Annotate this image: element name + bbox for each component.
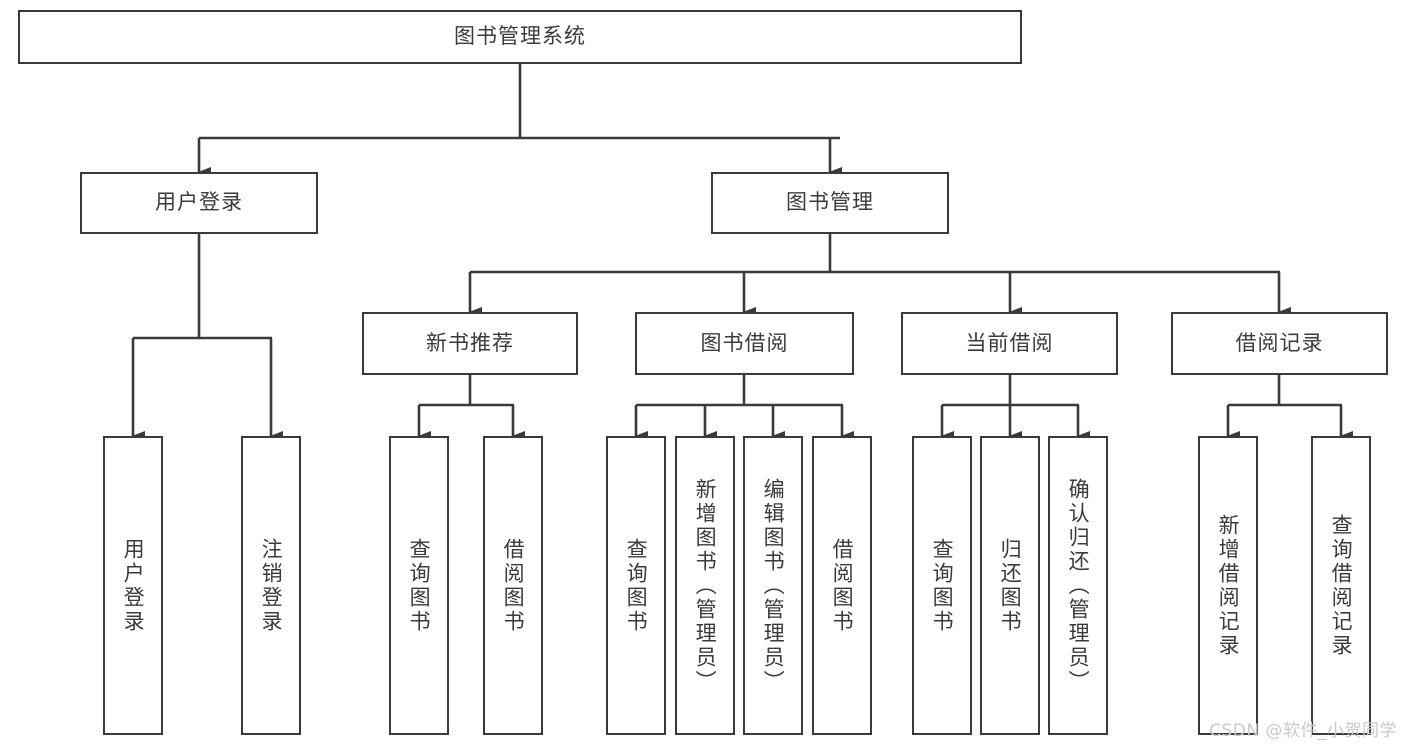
node-label: 借阅记录 bbox=[1235, 330, 1324, 355]
node-leaf-add-record[interactable]: 新增借阅记录 bbox=[1198, 436, 1258, 735]
node-leaf-user-login[interactable]: 用户登录 bbox=[103, 436, 163, 735]
node-label: 确认归还（管理员） bbox=[1066, 477, 1091, 694]
node-label: 查询图书 bbox=[624, 537, 649, 634]
node-label: 新增借阅记录 bbox=[1216, 513, 1241, 658]
node-user-login[interactable]: 用户登录 bbox=[80, 172, 318, 234]
node-label: 借阅图书 bbox=[501, 537, 526, 634]
node-label: 图书管理系统 bbox=[454, 24, 586, 49]
node-leaf-query-book-2[interactable]: 查询图书 bbox=[606, 436, 666, 735]
node-label: 图书借阅 bbox=[700, 330, 789, 355]
node-label: 归还图书 bbox=[998, 537, 1023, 634]
node-label: 查询借阅记录 bbox=[1329, 513, 1354, 658]
node-label: 借阅图书 bbox=[830, 537, 855, 634]
node-label: 当前借阅 bbox=[965, 330, 1054, 355]
node-borrow-record[interactable]: 借阅记录 bbox=[1171, 312, 1388, 375]
node-leaf-user-logout[interactable]: 注销登录 bbox=[241, 436, 301, 735]
node-label: 用户登录 bbox=[155, 190, 243, 215]
node-label: 新增图书（管理员） bbox=[693, 477, 718, 694]
node-leaf-query-book-3[interactable]: 查询图书 bbox=[912, 436, 972, 735]
node-leaf-query-book-1[interactable]: 查询图书 bbox=[389, 436, 449, 735]
node-book-manage[interactable]: 图书管理 bbox=[711, 172, 949, 234]
node-leaf-query-record[interactable]: 查询借阅记录 bbox=[1311, 436, 1371, 735]
node-leaf-edit-book[interactable]: 编辑图书（管理员） bbox=[743, 436, 803, 735]
node-label: 查询图书 bbox=[930, 537, 955, 634]
node-label: 新书推荐 bbox=[426, 330, 514, 355]
node-book-borrow[interactable]: 图书借阅 bbox=[635, 312, 854, 375]
node-label: 查询图书 bbox=[407, 537, 432, 634]
node-leaf-return-book[interactable]: 归还图书 bbox=[980, 436, 1040, 735]
node-label: 编辑图书（管理员） bbox=[761, 477, 786, 694]
node-root-book-management-system[interactable]: 图书管理系统 bbox=[18, 10, 1022, 64]
watermark: CSDN @软件_小贺同学 bbox=[1209, 721, 1397, 741]
node-current-borrow[interactable]: 当前借阅 bbox=[901, 312, 1118, 375]
node-label: 用户登录 bbox=[121, 537, 146, 634]
node-new-book-recommend[interactable]: 新书推荐 bbox=[362, 312, 578, 375]
node-leaf-borrow-book-1[interactable]: 借阅图书 bbox=[483, 436, 543, 735]
node-label: 注销登录 bbox=[259, 537, 284, 634]
node-leaf-borrow-book-2[interactable]: 借阅图书 bbox=[812, 436, 872, 735]
node-label: 图书管理 bbox=[786, 190, 874, 215]
node-leaf-add-book[interactable]: 新增图书（管理员） bbox=[675, 436, 735, 735]
node-leaf-confirm-return[interactable]: 确认归还（管理员） bbox=[1048, 436, 1108, 735]
